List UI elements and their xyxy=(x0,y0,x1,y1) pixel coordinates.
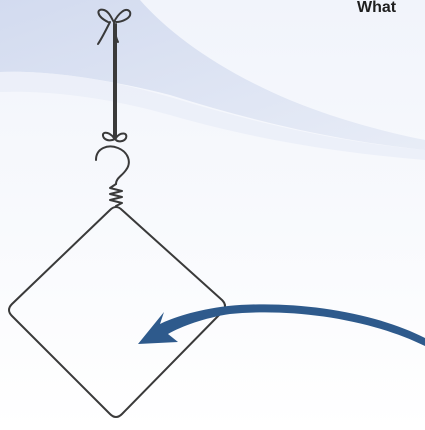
wire-hanger-icon xyxy=(8,8,226,418)
background-wave-light xyxy=(0,71,425,160)
slide-heading: What xyxy=(357,0,397,16)
curved-arrow-icon xyxy=(138,304,425,346)
background-wave xyxy=(0,0,425,150)
